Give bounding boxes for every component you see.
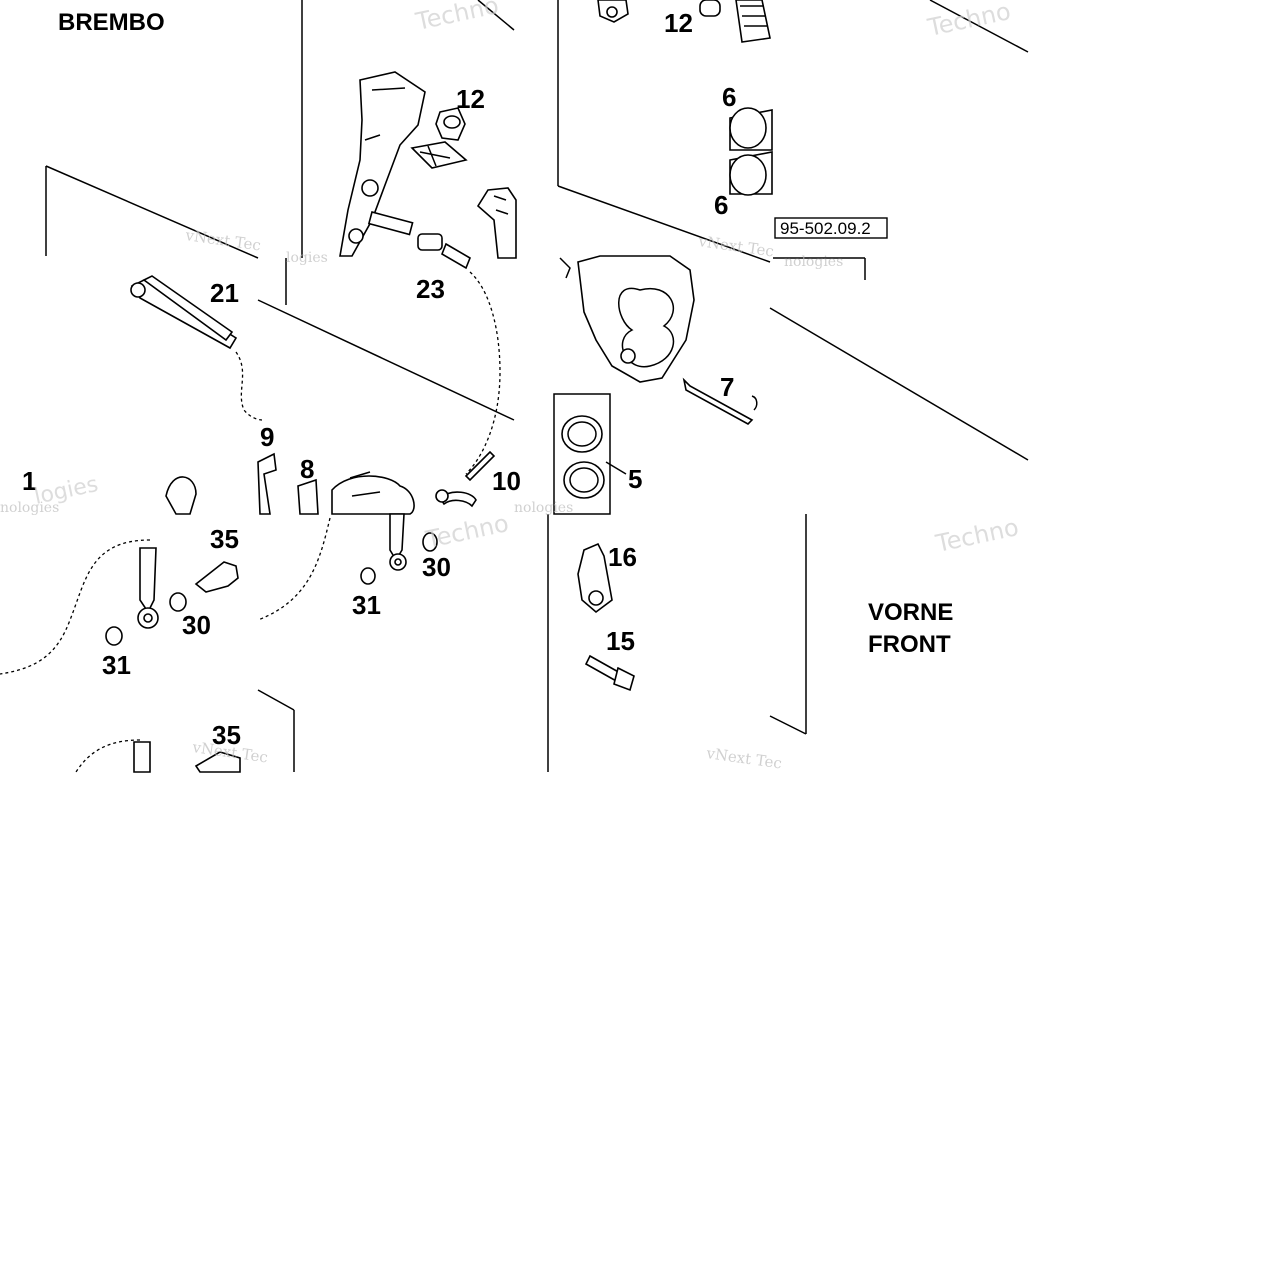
watermark-vnext-4: vNext Tec: [704, 744, 783, 773]
callout-21: 21: [210, 278, 239, 308]
callout-12-a: 12: [456, 84, 485, 114]
hose-guide-left: [165, 476, 197, 515]
frame-lines: [45, 0, 1029, 772]
bushing-12a: [435, 107, 466, 141]
reference-code: 95-502.09.2: [780, 219, 871, 238]
callout-5: 5: [628, 464, 642, 494]
front-label-line1: VORNE: [868, 599, 953, 626]
callout-labels: 12 12 6 6 23 21 7 9 8 10 5 1 35 30 31 30…: [22, 8, 736, 750]
brand-label: BREMBO: [58, 9, 165, 36]
seal-kit-5: [553, 393, 627, 515]
pad-retainer-8: [297, 478, 319, 515]
callout-16: 16: [608, 542, 637, 572]
caliper-body: [559, 255, 695, 383]
callout-30-a: 30: [422, 552, 451, 582]
front-label-line2: FRONT: [868, 631, 951, 658]
callout-31-b: 31: [102, 650, 131, 680]
watermark-vnext-2: vNext Tec: [696, 232, 775, 261]
watermark-logies-2: logies: [32, 472, 100, 510]
bushing-12b-top: [597, 0, 771, 43]
pad-spring: [410, 141, 468, 169]
caliper-mount-lower: [331, 471, 415, 515]
clip-9: [257, 452, 277, 515]
callout-35-a: 35: [210, 524, 239, 554]
watermark-nologies-2: nologies: [0, 500, 59, 516]
callout-6-a: 6: [722, 82, 736, 112]
callout-31-a: 31: [352, 590, 381, 620]
watermark-vnext-1: vNext Tec: [183, 226, 262, 255]
piston-6-pair: [729, 107, 773, 196]
brake-pad-upper: [476, 187, 517, 259]
callout-9: 9: [260, 422, 274, 452]
callout-35-b: 35: [212, 720, 241, 750]
screw-15: [584, 654, 635, 692]
callout-30-b: 30: [182, 610, 211, 640]
brake-hose-dashed: [0, 271, 501, 773]
banjo-fitting-right: [360, 513, 438, 585]
callout-10: 10: [492, 466, 521, 496]
callout-23: 23: [416, 274, 445, 304]
watermark-techno-4: Techno: [932, 513, 1021, 558]
watermarks: vNext Tec vNext Tec vNext Tec vNext Tec …: [0, 0, 1021, 773]
callout-15: 15: [606, 626, 635, 656]
guide-pin-7: [682, 377, 758, 425]
master-cylinder-21: [130, 275, 238, 350]
callout-6-b: 6: [714, 190, 728, 220]
watermark-techno-3: Techno: [422, 509, 511, 554]
reference-code-box: 95-502.09.2: [774, 217, 888, 239]
callout-7: 7: [720, 372, 734, 402]
banjo-fitting-lower: [133, 741, 241, 773]
brake-caliper-bracket: [339, 71, 426, 257]
watermark-nologies-3: nologies: [514, 500, 573, 516]
bleeder-valve: [435, 450, 496, 508]
bracket-16: [577, 542, 613, 614]
callout-1: 1: [22, 466, 36, 496]
caliper-pin-upper: [367, 211, 471, 270]
watermark-techno-1: Techno: [412, 0, 501, 36]
watermark-techno-2: Techno: [924, 0, 1013, 42]
callout-8: 8: [300, 454, 314, 484]
watermark-nologies-1: nologies: [784, 254, 843, 270]
banjo-fitting-left: [105, 547, 239, 646]
callout-12-b: 12: [664, 8, 693, 38]
watermark-logies-1: logies: [286, 250, 328, 266]
